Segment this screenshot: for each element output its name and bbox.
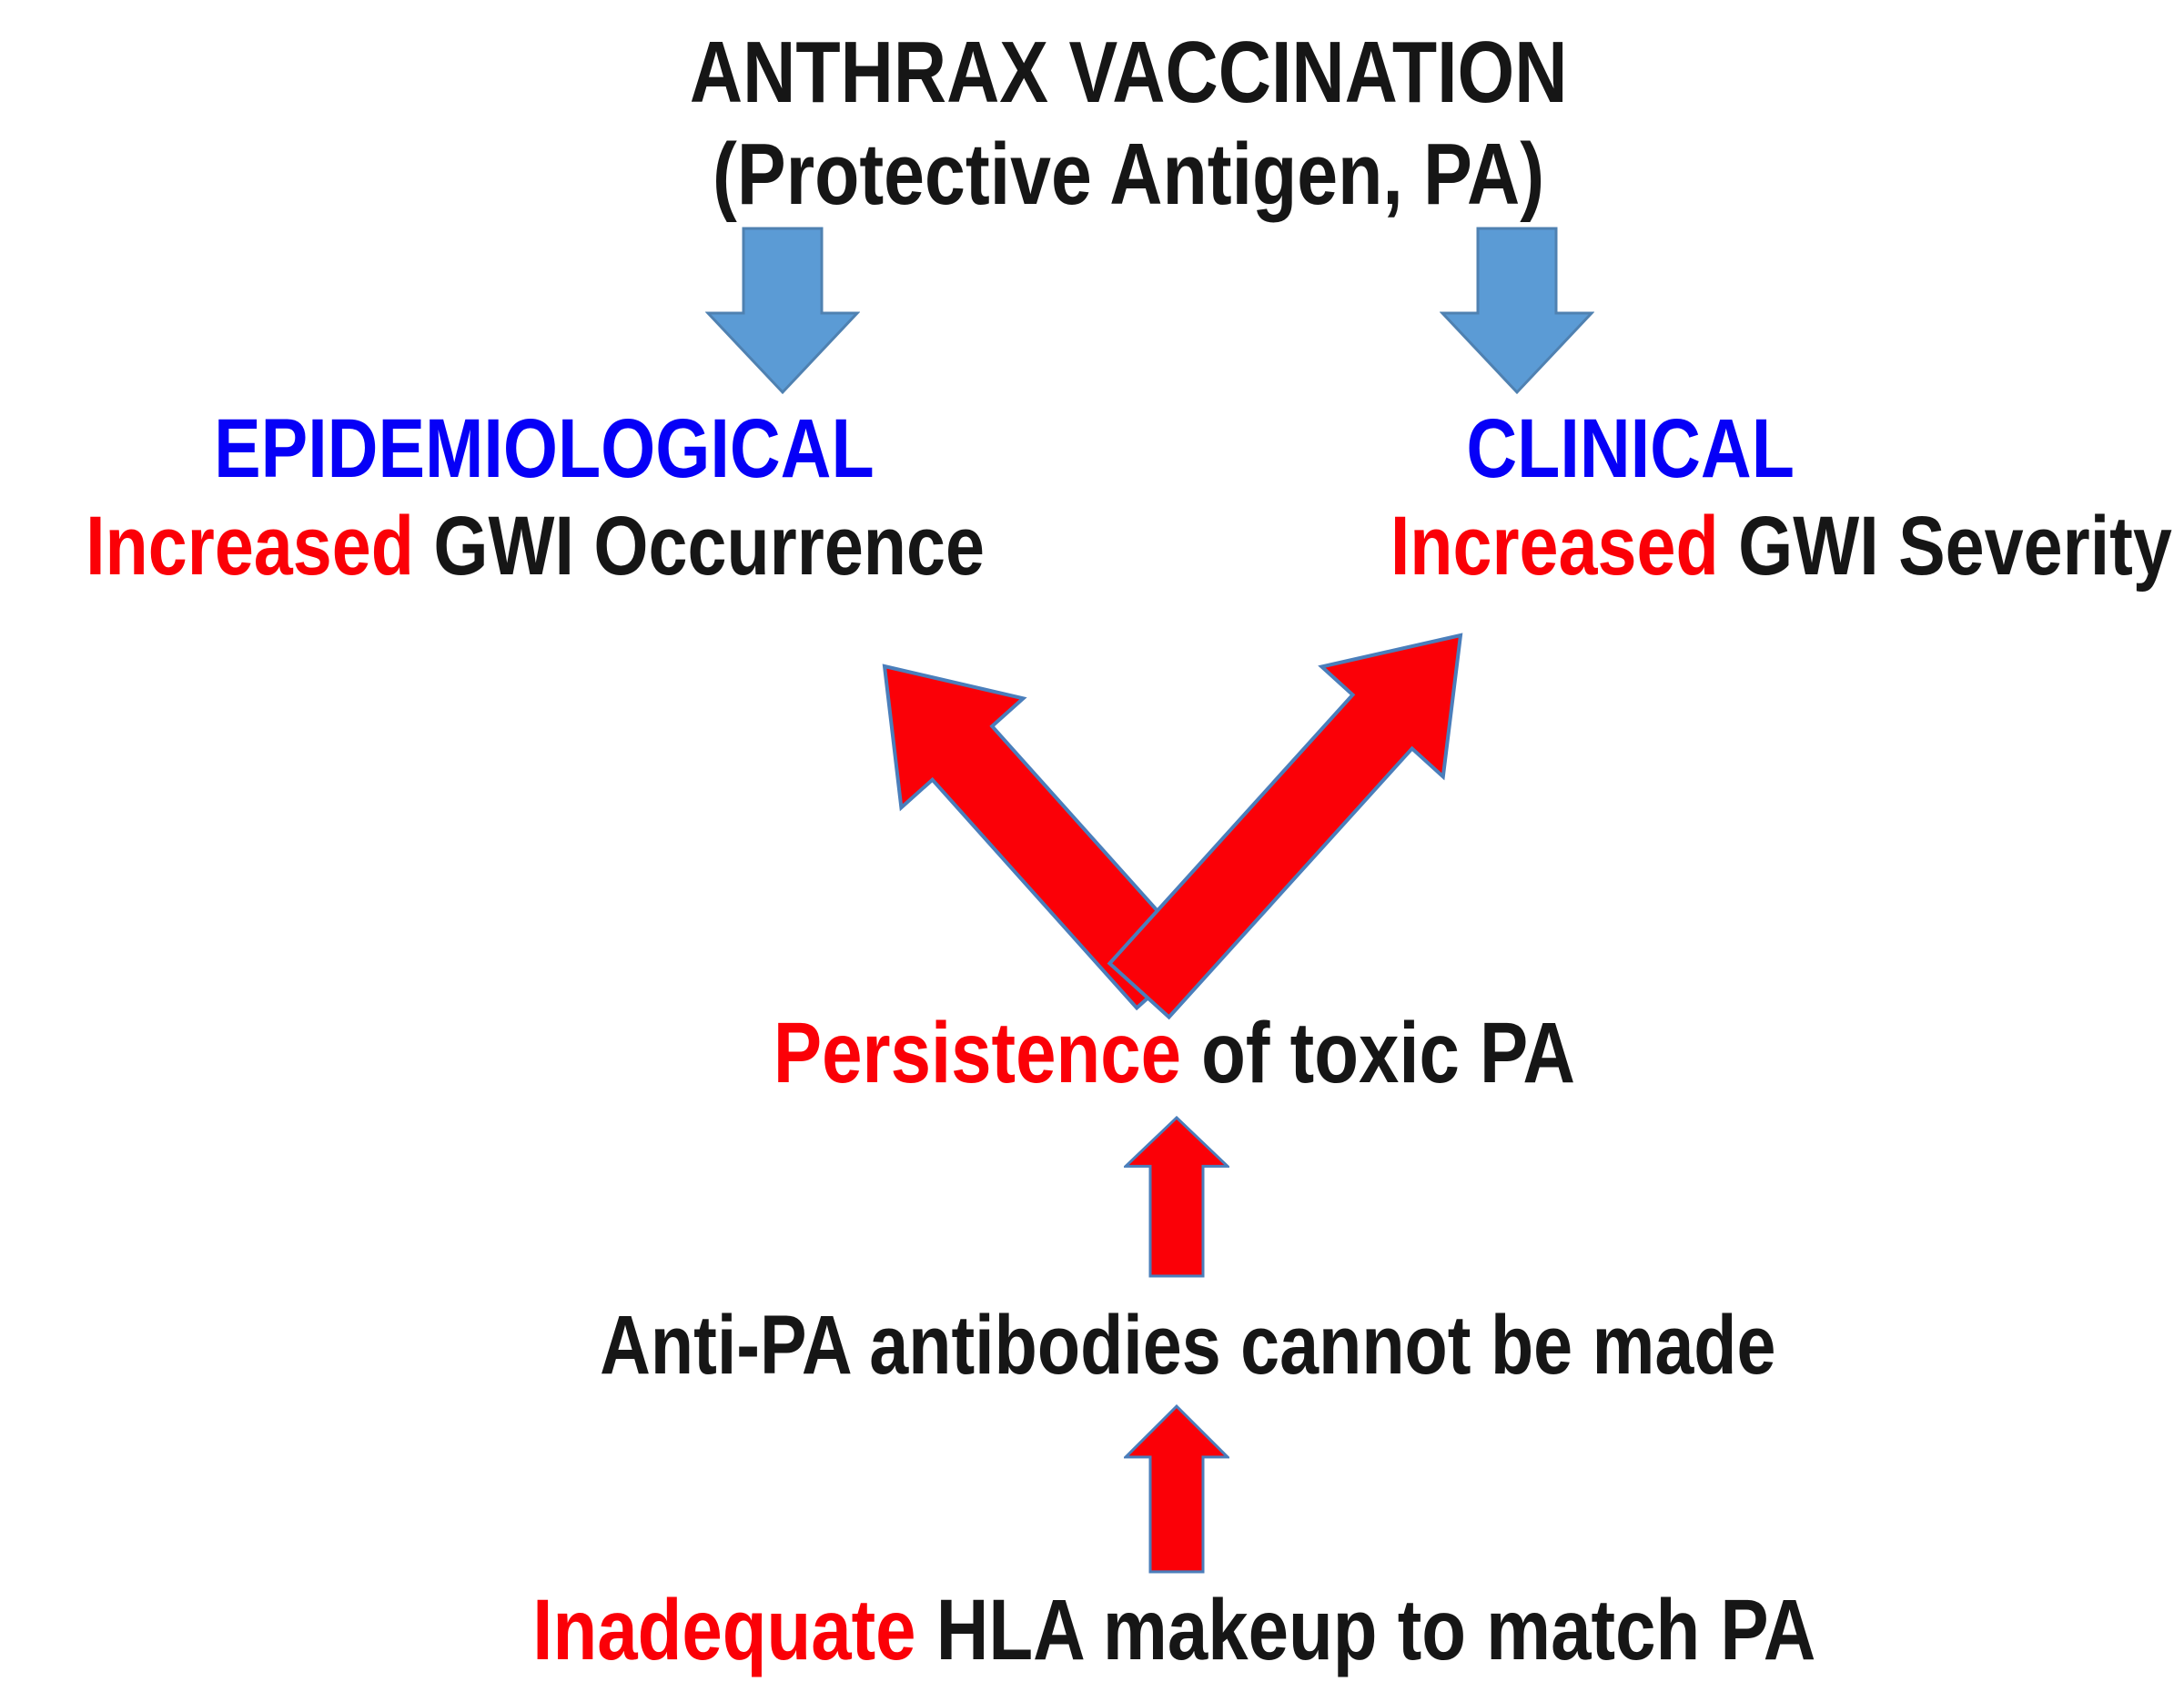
- right-branch-finding: Increased GWI Severity: [1316, 502, 2184, 591]
- left-branch-finding: Increased GWI Occurrence: [0, 502, 1010, 591]
- persistence-statement: Persistence of toxic PA: [164, 1008, 2184, 1099]
- up-arrow-icon: [1124, 1116, 1229, 1278]
- up-arrow-shape: [1124, 1404, 1229, 1574]
- left-finding-rest: GWI Occurrence: [413, 500, 985, 593]
- persistence-emphasis: Persistence: [773, 1005, 1181, 1101]
- right-finding-emphasis: Increased: [1390, 500, 1719, 593]
- hla-rest: HLA makeup to match PA: [915, 1582, 1816, 1678]
- title-text-2: (Protective Antigen, PA): [712, 126, 1544, 223]
- epidemiological-heading: EPIDEMIOLOGICAL: [0, 405, 1088, 493]
- up-left-arrow-shape: [882, 664, 1199, 1011]
- hla-text: Inadequate HLA makeup to match PA: [532, 1585, 1815, 1677]
- hla-statement: Inadequate HLA makeup to match PA: [164, 1585, 2184, 1677]
- title-text-1: ANTHRAX VACCINATION: [689, 24, 1568, 121]
- down-arrow-icon: [705, 227, 860, 395]
- right-branch-finding-text: Increased GWI Severity: [1390, 502, 2172, 591]
- down-arrow-icon: [1440, 227, 1594, 395]
- clinical-heading: CLINICAL: [1259, 405, 2002, 493]
- epidemiological-heading-text: EPIDEMIOLOGICAL: [214, 402, 875, 495]
- diagram-title-line-2: (Protective Antigen, PA): [73, 126, 2184, 223]
- down-arrow-shape: [1440, 227, 1594, 395]
- up-right-arrow-shape: [1107, 633, 1463, 1020]
- right-finding-rest: GWI Severity: [1718, 500, 2172, 593]
- left-branch-finding-text: Increased GWI Occurrence: [86, 502, 985, 591]
- diagram-title-line-1: ANTHRAX VACCINATION: [73, 24, 2184, 121]
- persistence-rest: of toxic PA: [1180, 1005, 1575, 1101]
- hla-emphasis: Inadequate: [531, 1582, 916, 1678]
- up-arrow-shape: [1124, 1116, 1229, 1278]
- persistence-text: Persistence of toxic PA: [773, 1008, 1574, 1099]
- left-finding-emphasis: Increased: [86, 500, 414, 593]
- antibodies-statement: Anti-PA antibodies cannot be made: [191, 1302, 2184, 1390]
- up-arrow-icon: [1124, 1404, 1229, 1574]
- diverging-up-arrows-icon: [882, 633, 1463, 1020]
- clinical-heading-text: CLINICAL: [1466, 402, 1795, 495]
- down-arrow-shape: [705, 227, 860, 395]
- antibodies-text: Anti-PA antibodies cannot be made: [599, 1299, 1776, 1392]
